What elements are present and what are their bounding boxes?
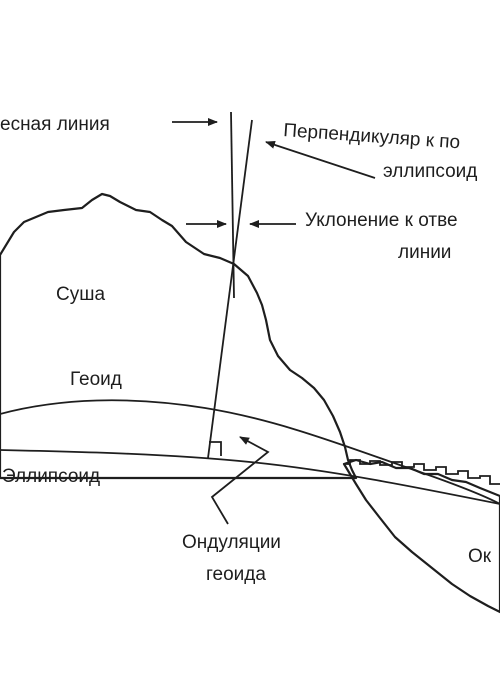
- land-label: Суша: [56, 284, 105, 305]
- plumb-line-label: есная линия: [0, 114, 110, 135]
- deflection-label-2: линии: [398, 242, 451, 263]
- ellipsoid-normal-line: [207, 119, 253, 459]
- perpendicular-label-1: Перпендикуляр к по: [283, 120, 461, 153]
- geoid-curve: [0, 399, 500, 505]
- perpendicular-label-2: эллипсоид: [383, 161, 477, 182]
- undulation-label-1: Ондуляции: [182, 532, 281, 553]
- ocean-label: Ок: [468, 546, 492, 567]
- right-angle-mark: [209, 441, 222, 456]
- ellipsoid-curve: [0, 449, 500, 505]
- land-shape: [0, 192, 358, 480]
- geoid-label: Геоид: [70, 369, 122, 390]
- ocean-shape: [342, 458, 500, 614]
- ellipsoid-label: Эллипсоид: [2, 466, 100, 487]
- sea-surface-steps: [344, 459, 500, 485]
- undulation-leader: [210, 436, 270, 525]
- perpendicular-arrow: [265, 141, 376, 179]
- deflection-label-1: Уклонение к отве: [305, 210, 458, 231]
- undulation-label-2: геоида: [206, 564, 266, 585]
